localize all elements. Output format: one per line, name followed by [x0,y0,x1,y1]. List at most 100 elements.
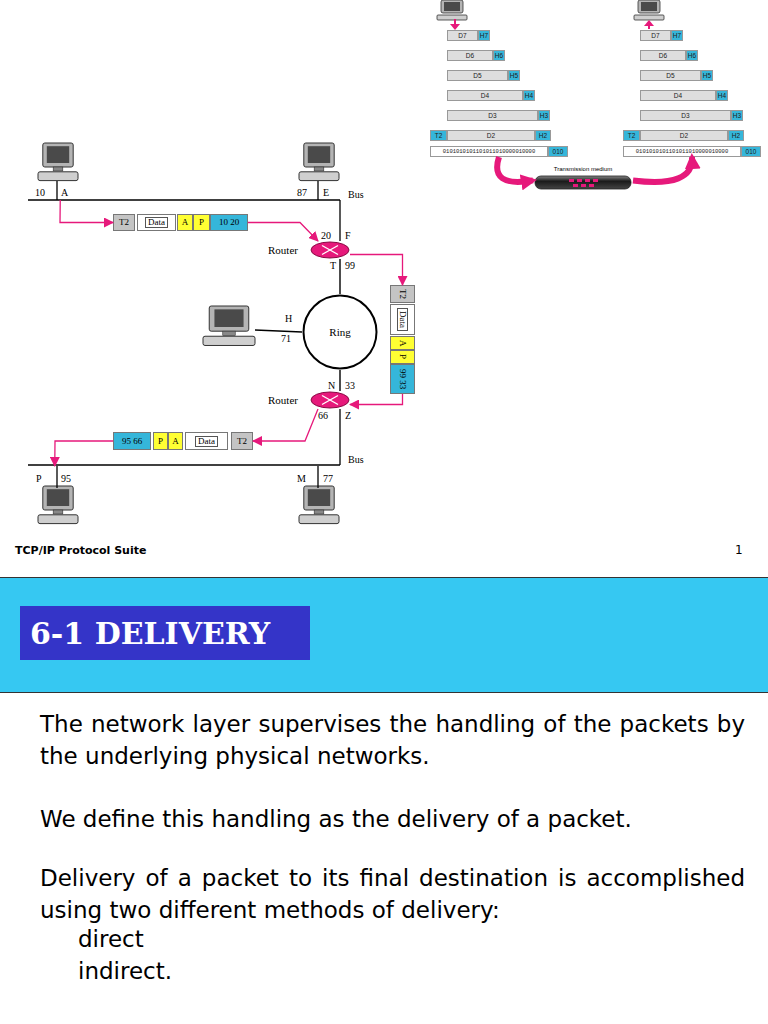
bar-text: D3 [640,110,731,121]
host-address: A [61,188,68,198]
host-label: H [285,314,292,324]
bar-text: H4 [523,90,535,101]
router-icon-part [322,246,338,255]
footer-text: TCP/IP Protocol Suite [15,544,146,557]
computer-icon-part [223,331,235,335]
field-text: A [172,437,179,446]
router-symbol: Router [310,391,350,409]
body-text: The network layer supervises the handlin… [40,708,745,772]
monitor-screen [444,2,460,11]
bar-text: H3 [731,110,743,121]
packet-field: Data [390,304,415,335]
router-name: Router [268,245,298,256]
bus-line [28,464,340,465]
host-address: 77 [323,474,333,484]
router-icon [310,391,350,409]
layer-bar: D7H7 [447,30,490,41]
router-wire [339,200,340,241]
field-text: 99 33 [398,369,407,389]
computer-icon-part [304,486,334,510]
computer-icon-part [47,489,69,506]
monitor-case [441,0,463,13]
computer-icon-part [314,510,324,514]
bar-text: H5 [701,70,713,81]
packet-field: A [390,336,415,350]
computer-icon-part [56,181,57,200]
computer-host: P95 [30,466,85,526]
field-text: Data [145,217,168,228]
host-address: 71 [281,334,291,344]
computer-icon [634,0,664,20]
host-address: E [323,188,329,198]
body-text: Delivery of a packet to its final destin… [40,862,745,926]
computer-icon-part [203,336,255,345]
router-icon-part [322,396,338,405]
bar-text: D6 [640,50,686,61]
section-title: 6-1 DELIVERY [20,616,270,651]
body-text: We define this handling as the delivery … [40,803,745,835]
packet-field: P [153,432,168,450]
bar-text: H7 [671,30,683,41]
route-arrow [350,255,403,286]
bar-text: H6 [686,50,698,61]
router-icon-part [311,392,349,408]
field-text: T2 [398,289,407,299]
bar-text: 0101010101101011010000010000 [430,146,548,157]
ring-outline-part [304,296,377,369]
cable-cylinder-part [593,179,598,182]
ring-network: Ring [302,294,378,370]
bus-label: Bus [348,455,364,465]
packet-field: P [193,214,210,231]
transfer-arrow [497,157,533,182]
bar-text: D6 [447,50,493,61]
computer-icon-part [308,489,330,506]
computer-host: 87 E [293,143,348,200]
interface-label: 20 [321,231,331,241]
computer-icon-part [314,167,324,171]
title-box: 6-1 DELIVERY [20,606,310,660]
packet-field: T2 [390,285,415,303]
interface-label: 33 [345,381,355,391]
transmission-medium: Transmission medium [533,166,633,190]
computer-icon [437,0,467,20]
bar-text: D4 [447,90,523,101]
computer-icon-part [56,466,57,488]
layer-bar: D5H5 [640,70,713,81]
packet-field: 99 33 [390,364,415,394]
layer-bar: T2D2H2 [623,130,744,141]
monitor-case [638,0,660,13]
bar-text: D5 [640,70,701,81]
bar-text: H2 [728,130,744,141]
layer-bar: D5H5 [447,70,520,81]
monitor-screen [641,2,657,11]
layer-bar: D3H3 [447,110,550,121]
packet-field: 10 20 [210,214,248,231]
cable-cylinder-part [581,184,586,187]
field-text: T2 [237,437,247,446]
computer-icon-part [214,309,243,327]
body-text: direct [78,923,378,955]
router-name: Router [268,395,298,406]
layer-bar: D4H4 [640,90,728,101]
computer-icon-part [43,143,73,167]
field-text: 95 66 [122,437,142,446]
keyboard [634,15,664,20]
computer-icon-part [53,510,63,514]
layer-bar: 0101010101101011010000010000010 [623,146,761,157]
computer-icon-part [38,515,78,524]
computer-icon-part [53,167,63,171]
host-label: P [36,474,42,484]
computer-icon [203,306,255,348]
interface-label: F [345,231,351,241]
interface-label: N [328,381,335,391]
bar-text: D7 [640,30,671,41]
field-text: 10 20 [219,218,239,227]
body-text: indirect. [78,955,378,987]
computer-icon-part [299,172,339,181]
packet-field: 95 66 [113,432,151,450]
host-label: 10 [35,188,45,198]
router-icon-part [311,242,349,258]
host-label: 87 [297,188,307,198]
bar-text: 010 [741,146,761,157]
computer-icon-part [299,515,339,524]
